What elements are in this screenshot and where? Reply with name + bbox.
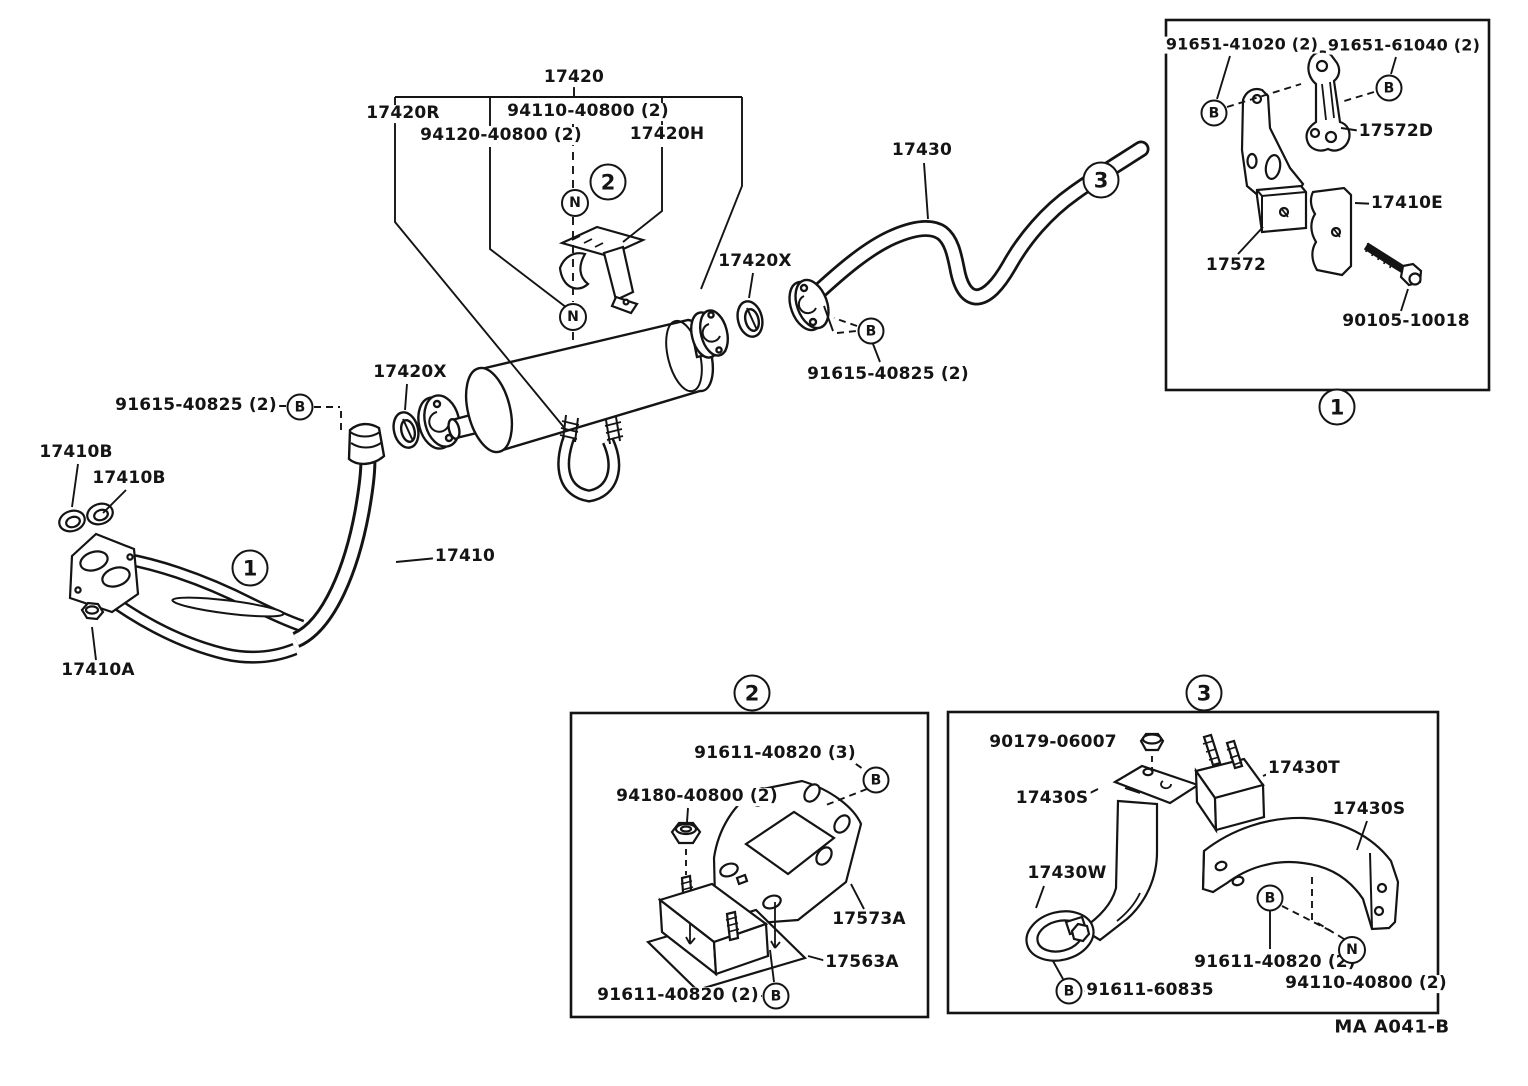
label-17420: 17420 <box>541 67 607 88</box>
label-17430: 17430 <box>889 140 955 161</box>
section-number-3: 3 <box>1185 674 1223 712</box>
label-17420X-left: 17420X <box>371 362 449 383</box>
callout-b-icon: B <box>1200 99 1228 127</box>
callout-b-icon: B <box>1256 884 1284 912</box>
callout-b-icon: B <box>762 982 790 1010</box>
label-17410B-2: 17410B <box>90 468 168 489</box>
callout-b-icon: B <box>857 317 885 345</box>
section-number-2: 2 <box>589 163 627 201</box>
label-91615-40825-right: 91615-40825 (2) <box>805 364 971 385</box>
label-17430S-left: 17430S <box>1013 788 1091 809</box>
label-17572: 17572 <box>1203 255 1269 276</box>
hanger-bracket-drawing <box>558 225 647 315</box>
label-91611-40820-2-box2: 91611-40820 (2) <box>595 985 761 1006</box>
callout-b-icon: B <box>1375 74 1403 102</box>
section-number-2: 2 <box>733 674 771 712</box>
label-17573A: 17573A <box>830 909 908 930</box>
section-number-3: 3 <box>1082 161 1120 199</box>
label-17572D: 17572D <box>1356 121 1436 142</box>
label-17410B-1: 17410B <box>37 442 115 463</box>
page-code: MA A041-B <box>1334 1016 1450 1038</box>
label-90105-10018: 90105-10018 <box>1340 311 1472 332</box>
label-94110-40800-top: 94110-40800 (2) <box>505 101 671 122</box>
label-91611-40820-2-box3: 91611-40820 (2) <box>1192 952 1358 973</box>
label-17430W: 17430W <box>1025 863 1109 884</box>
label-90179-06007: 90179-06007 <box>987 732 1119 753</box>
label-17420R: 17420R <box>364 103 442 124</box>
label-94110-40800-box3: 94110-40800 (2) <box>1283 973 1449 994</box>
label-91651-61040: 91651-61040 (2) <box>1325 35 1483 55</box>
section-number-1: 1 <box>231 549 269 587</box>
callout-n-icon: N <box>1338 936 1366 964</box>
section-number-1: 1 <box>1318 388 1356 426</box>
callout-b-icon: B <box>1055 977 1083 1005</box>
label-17410A: 17410A <box>59 660 137 681</box>
label-91611-40820-3: 91611-40820 (3) <box>692 743 858 764</box>
label-94180-40800: 94180-40800 (2) <box>614 786 780 807</box>
front-pipe-drawing <box>93 422 386 664</box>
label-91651-41020: 91651-41020 (2) <box>1163 34 1321 54</box>
label-17410E: 17410E <box>1369 193 1445 214</box>
label-17430S-right: 17430S <box>1330 799 1408 820</box>
inset-box-2 <box>569 711 930 1019</box>
inset-box-3 <box>946 710 1440 1015</box>
label-17410: 17410 <box>432 546 498 567</box>
callout-b-icon: B <box>862 766 890 794</box>
tail-pipe-drawing <box>805 140 1150 306</box>
callout-n-icon: N <box>561 189 589 217</box>
label-17563A: 17563A <box>823 952 901 973</box>
front-flange-and-gaskets-drawing <box>58 502 140 621</box>
label-17430T: 17430T <box>1266 758 1342 779</box>
label-17420H: 17420H <box>627 124 707 145</box>
label-94120-40800: 94120-40800 (2) <box>418 125 584 146</box>
muffler-drawing <box>392 278 830 454</box>
callout-n-icon: N <box>559 303 587 331</box>
label-91615-40825-left: 91615-40825 (2) <box>113 395 279 416</box>
label-91611-60835: 91611-60835 <box>1084 980 1216 1001</box>
label-17420X-right: 17420X <box>716 251 794 272</box>
callout-b-icon: B <box>286 393 314 421</box>
